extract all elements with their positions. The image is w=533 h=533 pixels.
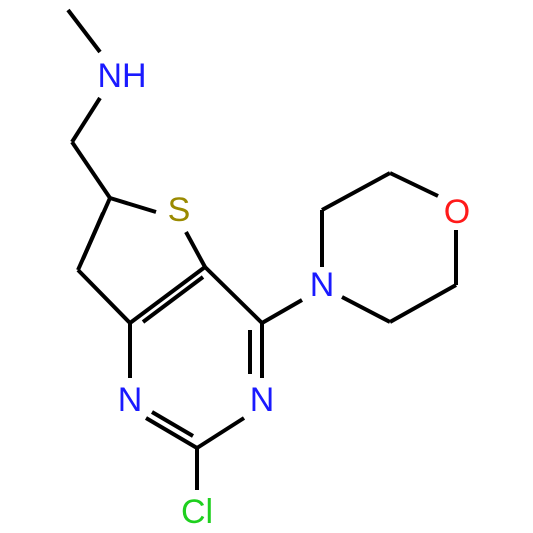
bonds xyxy=(66,8,458,490)
atom-label-cl: Cl xyxy=(181,493,213,531)
bond-c4-nmorph xyxy=(261,298,303,325)
bond-ca-cb xyxy=(321,171,391,212)
atom-label-o: O xyxy=(444,193,470,231)
bond-c2-nleft xyxy=(144,416,199,450)
atom-labels: NH S O N N N Cl xyxy=(97,57,470,531)
bond-c7-c3a xyxy=(76,268,132,325)
bond-ch2-c6 xyxy=(70,140,112,200)
bond-c6-c7-inner xyxy=(81,212,105,260)
bond-cc-cd xyxy=(389,283,457,324)
bond-nh-ch2 xyxy=(70,96,102,144)
atom-label-s: S xyxy=(168,191,191,229)
bond-c3a-c7a xyxy=(128,265,207,325)
atom-label-n-left: N xyxy=(118,381,143,419)
bond-c6-s xyxy=(109,196,157,214)
atom-label-nh: NH xyxy=(97,57,146,95)
bond-s-c7a xyxy=(184,231,207,268)
atom-label-n-right: N xyxy=(250,381,275,419)
bond-methyl-nh xyxy=(66,8,102,54)
atom-label-n-morpholine: N xyxy=(310,266,335,304)
bond-c3a-c7a-inner xyxy=(141,275,205,324)
bond-cb-o xyxy=(389,171,439,198)
bond-cd-nmorph xyxy=(341,295,391,324)
bond-c7a-c4 xyxy=(203,265,264,325)
bond-nright-c2 xyxy=(195,416,246,450)
bond-c2-nleft-inner xyxy=(150,410,195,438)
